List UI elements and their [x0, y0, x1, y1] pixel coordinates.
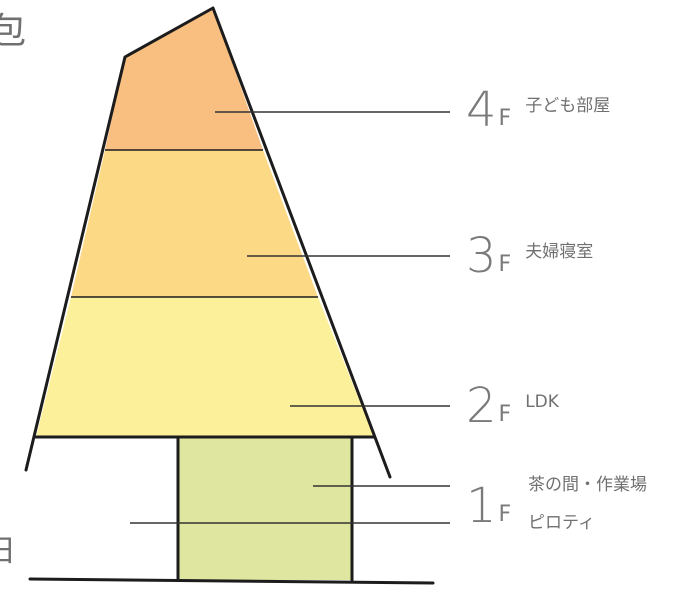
room-label-4f: 子ども部屋: [525, 96, 611, 116]
floor-4-area: [105, 8, 263, 150]
leader-lines: [130, 111, 450, 524]
floor-2-area: [36, 297, 374, 437]
floor-label-2f: 2 F LDK: [466, 378, 559, 434]
room-label-1f-lower: ピロティ: [528, 513, 595, 533]
floor-number-1: 1: [466, 478, 497, 534]
floor-dividers: [71, 149, 318, 298]
floor-label-1f: 1 F: [466, 478, 512, 534]
room-label-1f-upper: 茶の間・作業場: [528, 475, 647, 495]
floor-1-area: [178, 437, 352, 580]
room-label-3f: 夫婦寝室: [525, 242, 594, 262]
room-label-2f: LDK: [525, 392, 559, 412]
building-outline: [24, 6, 392, 582]
floor-3-area: [71, 150, 318, 297]
floor-label-3f: 3 F 夫婦寝室: [466, 228, 594, 284]
floor-number-4: 4: [466, 82, 497, 138]
floor-suffix-1: F: [498, 502, 512, 527]
edge-glyph-top-left: 包: [0, 11, 27, 52]
floor-suffix-4: F: [498, 106, 512, 131]
floor-suffix-2: F: [498, 402, 512, 427]
floor-suffix-3: F: [498, 252, 512, 277]
room-labels-1f: 茶の間・作業場 ピロティ: [528, 466, 647, 542]
floor-number-3: 3: [466, 228, 497, 284]
ground-line: [28, 577, 435, 585]
floor-label-4f: 4 F 子ども部屋: [466, 82, 611, 138]
edge-glyph-bottom-left: 日: [0, 534, 16, 569]
floor-number-2: 2: [466, 378, 497, 434]
